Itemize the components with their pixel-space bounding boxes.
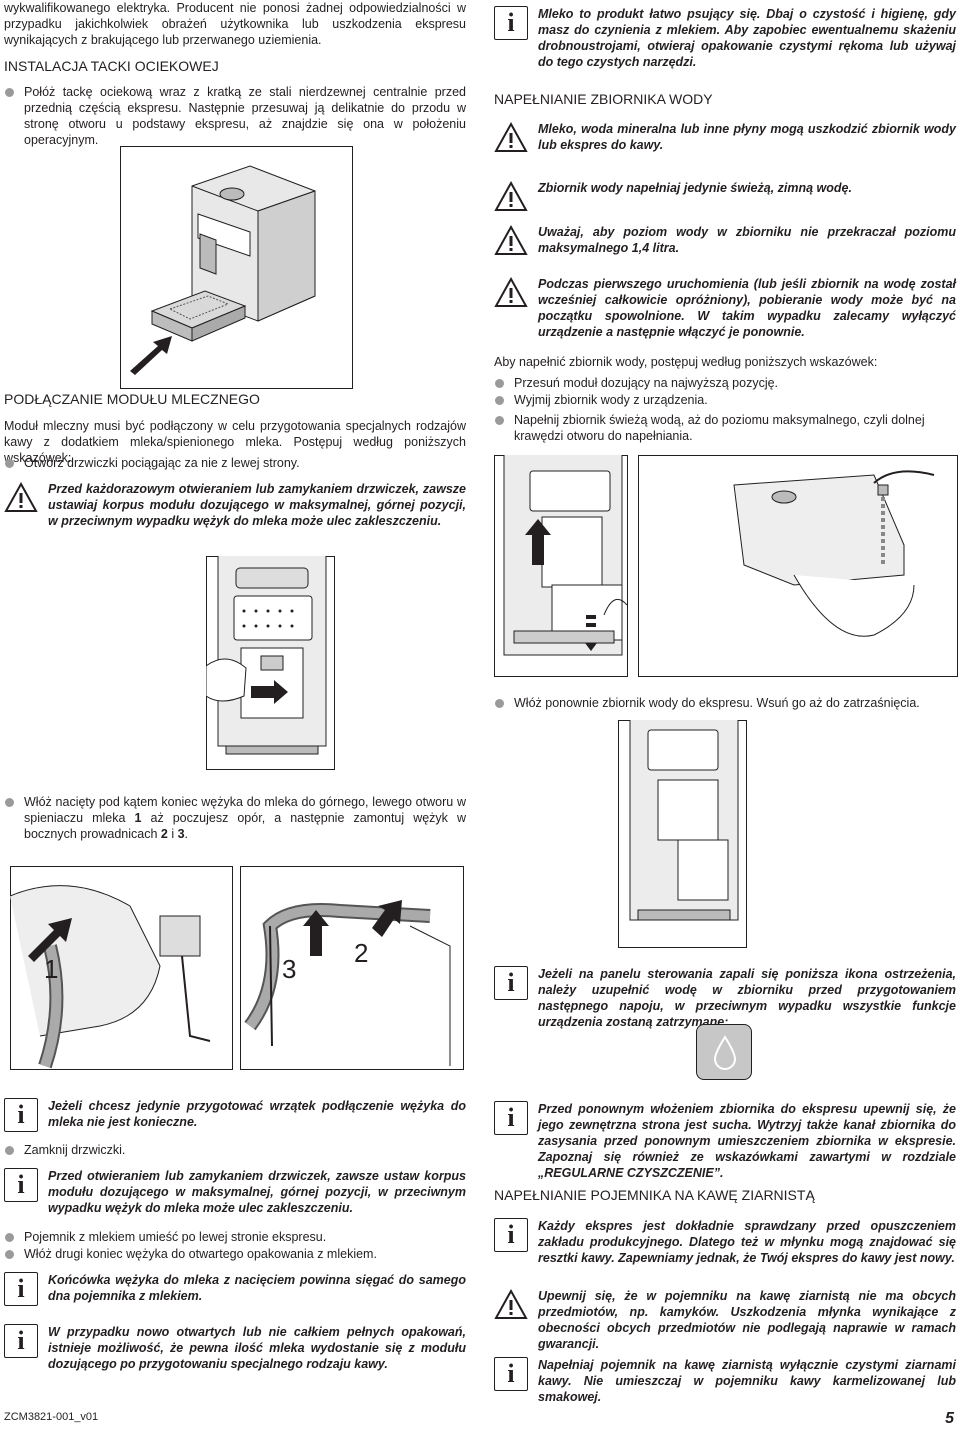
fig-label-1: 1	[44, 954, 59, 984]
warning-icon	[494, 1288, 528, 1319]
fig-label-3: 3	[282, 954, 297, 984]
warning-icon	[4, 481, 38, 512]
warning-icon	[494, 180, 528, 211]
warn-water-3: Uważaj, aby poziom wody w zbiorniku nie …	[494, 224, 956, 256]
info-icon: i	[4, 1098, 38, 1132]
warn-water-2: Zbiornik wody napełniaj jedynie świeżą, …	[494, 180, 956, 211]
info-beans: i Każdy ekspres jest dokładnie sprawdzan…	[494, 1218, 956, 1266]
info-icon: i	[494, 966, 528, 1000]
warn-water-1: Mleko, woda mineralna lub inne płyny mog…	[494, 121, 956, 153]
milk-heading: PODŁĄCZANIE MODUŁU MLECZNEGO	[4, 391, 260, 407]
info-icon: i	[494, 1101, 528, 1135]
fig-label-2: 2	[354, 938, 369, 968]
water-bullet-3: Napełnij zbiornik świeżą wodą, aż do poz…	[494, 412, 956, 444]
info-icon: i	[494, 1357, 528, 1391]
warn-door: Przed każdorazowym otwieraniem lub zamyk…	[4, 481, 466, 529]
water-drop-icon	[696, 1024, 752, 1080]
water-bullet-4: Włóż ponownie zbiornik wody do ekspresu.…	[494, 695, 956, 711]
hose-bullet: Włóż nacięty pod kątem koniec wężyka do …	[4, 794, 466, 842]
beans-heading: NAPEŁNIANIE POJEMNIKA NA KAWĘ ZIARNISTĄ	[494, 1187, 815, 1203]
info-milk: i Mleko to produkt łatwo psujący się. Db…	[494, 6, 956, 70]
milk-bullet-open-door: Otwórz drzwiczki pociągając za nie z lew…	[4, 455, 466, 471]
container-bullet-2: Włóż drugi koniec wężyka do otwartego op…	[4, 1246, 466, 1262]
info-fill-beans: i Napełniaj pojemnik na kawę ziarnistą w…	[494, 1357, 956, 1405]
milk-para: Moduł mleczny musi być podłączony w celu…	[4, 419, 466, 465]
warn-door-text: Przed każdorazowym otwieraniem lub zamyk…	[48, 482, 466, 528]
warning-icon	[494, 121, 528, 152]
warning-icon	[494, 276, 528, 307]
tray-heading: INSTALACJA TACKI OCIEKOWEJ	[4, 58, 219, 74]
info-new-packaging: i W przypadku nowo otwartych lub nie cał…	[4, 1324, 466, 1372]
info-tip: i Końcówka wężyka do mleka z nacięciem p…	[4, 1272, 466, 1306]
door-figure	[206, 556, 335, 770]
intro-text: wykwalifikowanego elektryka. Producent n…	[4, 1, 466, 47]
close-door-bullet: Zamknij drzwiczki.	[4, 1142, 466, 1158]
info-icon: i	[494, 6, 528, 40]
tank-figure	[494, 455, 958, 677]
water-para: Aby napełnić zbiornik wody, postępuj wed…	[494, 355, 878, 369]
info-icon: i	[4, 1168, 38, 1202]
reinsert-figure	[618, 720, 747, 948]
document-code: ZCM3821-001_v01	[4, 1411, 99, 1423]
page-number: 5	[945, 1410, 954, 1427]
info-door: i Przed otwieraniem lub zamykaniem drzwi…	[4, 1168, 466, 1216]
warning-icon	[494, 224, 528, 255]
info-reinsert: i Przed ponownym włożeniem zbiornika do …	[494, 1101, 956, 1181]
hose-figure: 1 3 2	[10, 866, 464, 1070]
water-heading: NAPEŁNIANIE ZBIORNIKA WODY	[494, 91, 713, 107]
container-bullet-1: Pojemnik z mlekiem umieść po lewej stron…	[4, 1229, 466, 1245]
water-bullet-1: Przesuń moduł dozujący na najwyższą pozy…	[494, 375, 956, 391]
warn-beans: Upewnij się, że w pojemniku na kawę ziar…	[494, 1288, 956, 1352]
info-icon: i	[4, 1324, 38, 1358]
info-icon: i	[4, 1272, 38, 1306]
water-bullet-2: Wyjmij zbiornik wody z urządzenia.	[494, 392, 956, 408]
tray-bullet: Połóż tackę ociekową wraz z kratką ze st…	[4, 84, 466, 148]
info-warning-icon: i Jeżeli na panelu sterowania zapali się…	[494, 966, 956, 1030]
warn-water-4: Podczas pierwszego uruchomienia (lub jeś…	[494, 276, 956, 340]
info-icon: i	[494, 1218, 528, 1252]
tray-figure	[120, 146, 353, 389]
info-hose: i Jeżeli chcesz jedynie przygotować wrzą…	[4, 1098, 466, 1132]
